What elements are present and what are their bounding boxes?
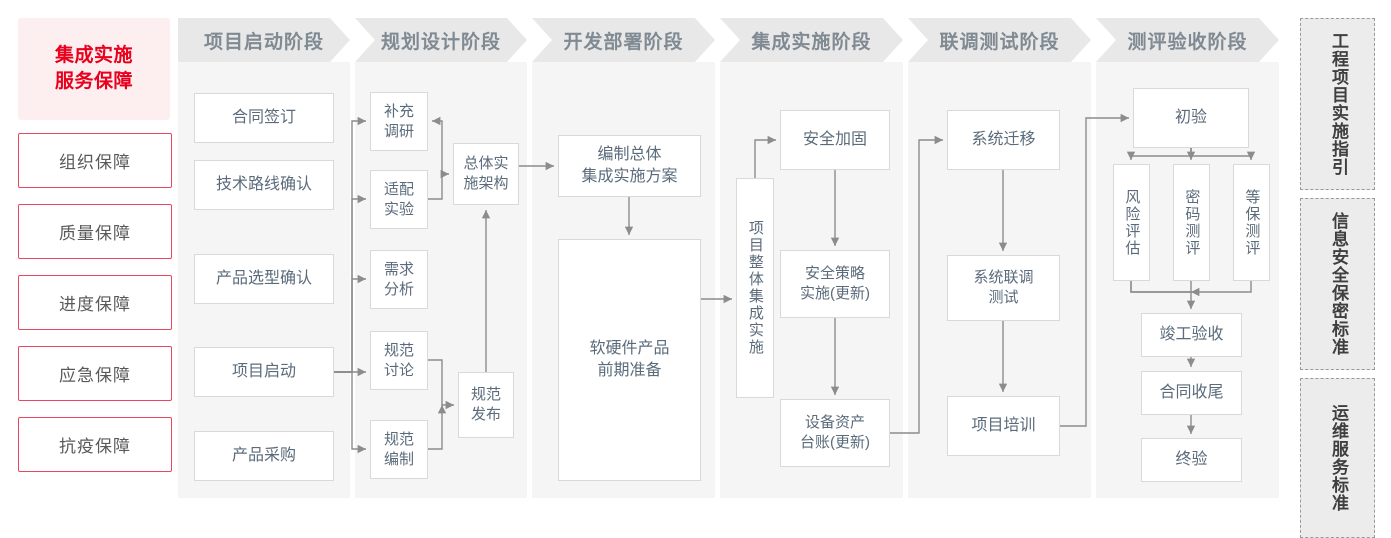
node-label-line1: 软硬件产品	[589, 340, 670, 357]
node-label-line1: 需求	[383, 260, 414, 278]
standards-sidebar: 工程项目实施指引 信息安全保密标准 运维服务标准	[1300, 18, 1375, 538]
node-asset-ledger-update[interactable]: 设备资产台账(更新)	[780, 399, 890, 467]
node-label-line2: 台账(更新)	[800, 434, 870, 451]
guarantee-item-schedule[interactable]: 进度保障	[18, 275, 172, 330]
node-label-line1: 规范	[383, 341, 414, 359]
node-completion-acceptance[interactable]: 竣工验收	[1141, 313, 1242, 357]
standard-item-infosec-standard[interactable]: 信息安全保密标准	[1300, 198, 1375, 370]
node-contract-signing[interactable]: 合同签订	[194, 93, 334, 143]
node-project-kickoff[interactable]: 项目启动	[194, 347, 334, 397]
node-label-line2: 调研	[383, 122, 414, 140]
phase-header-6: 测评验收阶段	[1096, 18, 1279, 62]
phase-header-4: 集成实施阶段	[720, 18, 903, 62]
node-product-procurement[interactable]: 产品采购	[194, 431, 334, 481]
node-tech-route-confirm[interactable]: 技术路线确认	[194, 160, 334, 210]
flowchart-diagram: 集成实施 服务保障 组织保障 质量保障 进度保障 应急保障 抗疫保障 项目启动阶…	[18, 18, 1375, 538]
node-crypto-evaluation[interactable]: 密码测评	[1173, 164, 1210, 281]
diagram-title-line2: 服务保障	[54, 71, 133, 92]
standard-item-ops-service-standard[interactable]: 运维服务标准	[1300, 378, 1375, 538]
node-label-line1: 补充	[383, 102, 414, 120]
node-spec-drafting[interactable]: 规范编制	[370, 420, 428, 479]
node-label-line1: 总体实	[463, 155, 509, 172]
node-label-line2: 发布	[470, 406, 501, 423]
diagram-title-line1: 集成实施	[54, 45, 133, 66]
phase-header-3: 开发部署阶段	[532, 18, 715, 62]
node-label-line1: 规范	[383, 430, 414, 448]
phase-header-1: 项目启动阶段	[178, 18, 350, 62]
node-system-joint-test[interactable]: 系统联调测试	[947, 255, 1060, 321]
guarantee-sidebar: 集成实施 服务保障 组织保障 质量保障 进度保障 应急保障 抗疫保障	[18, 18, 172, 498]
node-mlps-evaluation[interactable]: 等保测评	[1233, 164, 1270, 281]
phase-header-5: 联调测试阶段	[908, 18, 1091, 62]
node-label-line1: 系统联调	[973, 269, 1034, 286]
node-label-line2: 编制	[383, 450, 414, 468]
node-overall-project-integration[interactable]: 项目整体集成实施	[736, 178, 774, 398]
node-preliminary-acceptance[interactable]: 初验	[1133, 88, 1249, 148]
node-final-acceptance[interactable]: 终验	[1141, 438, 1242, 482]
node-contract-closure[interactable]: 合同收尾	[1141, 371, 1242, 415]
node-overall-implementation-architecture[interactable]: 总体实施架构	[453, 143, 519, 205]
node-label-line1: 安全策略	[804, 265, 865, 282]
diagram-title: 集成实施 服务保障	[18, 18, 170, 120]
node-supplementary-research[interactable]: 补充调研	[370, 92, 428, 151]
node-label-line1: 设备资产	[804, 414, 865, 431]
node-system-migration[interactable]: 系统迁移	[947, 110, 1060, 170]
node-label-line2: 施架构	[463, 175, 509, 192]
node-security-policy-implementation[interactable]: 安全策略实施(更新)	[780, 250, 890, 318]
phase-header-2: 规划设计阶段	[355, 18, 527, 62]
node-project-training[interactable]: 项目培训	[947, 396, 1060, 456]
node-hw-sw-preparation[interactable]: 软硬件产品前期准备	[558, 239, 701, 481]
guarantee-item-emergency[interactable]: 应急保障	[18, 346, 172, 401]
node-product-selection[interactable]: 产品选型确认	[194, 254, 334, 304]
node-label-line2: 集成实施方案	[581, 168, 678, 185]
node-requirement-analysis[interactable]: 需求分析	[370, 250, 428, 309]
node-spec-release[interactable]: 规范发布	[458, 372, 514, 438]
guarantee-item-epidemic[interactable]: 抗疫保障	[18, 417, 172, 472]
node-label-line2: 测试	[988, 289, 1019, 306]
node-label-line1: 规范	[470, 386, 501, 403]
node-risk-assessment[interactable]: 风险评估	[1113, 164, 1150, 281]
node-adaptation-test[interactable]: 适配实验	[370, 170, 428, 229]
node-label-line2: 讨论	[383, 361, 414, 379]
node-label-line2: 实验	[383, 200, 414, 218]
node-overall-integration-plan[interactable]: 编制总体集成实施方案	[558, 135, 701, 197]
node-label-line1: 编制总体	[597, 146, 662, 163]
node-label-line2: 分析	[383, 280, 414, 298]
guarantee-item-organization[interactable]: 组织保障	[18, 133, 172, 188]
node-security-hardening[interactable]: 安全加固	[780, 110, 890, 170]
node-spec-discussion[interactable]: 规范讨论	[370, 331, 428, 390]
guarantee-item-quality[interactable]: 质量保障	[18, 204, 172, 259]
node-label-line2: 实施(更新)	[800, 285, 870, 302]
standard-item-engineering-guideline[interactable]: 工程项目实施指引	[1300, 18, 1375, 190]
node-label-line2: 前期准备	[597, 362, 662, 379]
node-label-line1: 适配	[383, 180, 414, 198]
